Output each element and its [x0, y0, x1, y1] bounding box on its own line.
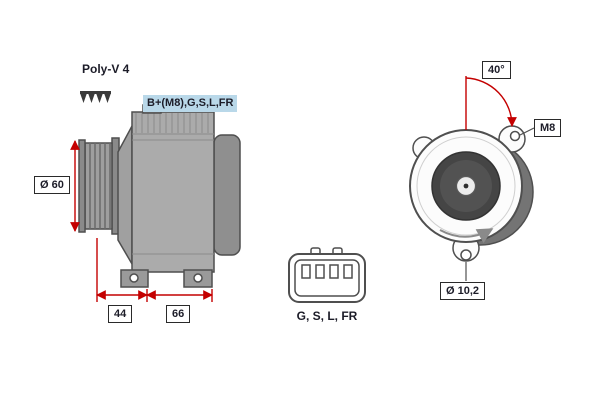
dimension-44-label: 44: [108, 305, 133, 323]
pulley-diameter-label: Ø 60: [34, 176, 70, 194]
m8-leader: [519, 127, 535, 136]
length-dimensions: [96, 238, 213, 302]
terminals-label: B+(M8),G,S,L,FR: [143, 95, 238, 112]
angle-dimension: [465, 76, 517, 130]
thread-size-label: M8: [534, 119, 562, 137]
poly-v-belt-icon: [80, 91, 111, 103]
hole-diameter-label: Ø 10,2: [440, 282, 486, 300]
housing-side: [117, 97, 241, 288]
bottom-hole: [460, 249, 472, 261]
alternator-front-view: [409, 76, 535, 281]
m8-hole: [509, 130, 521, 142]
alternator-side-view: [70, 91, 241, 302]
dimension-66-label: 66: [166, 305, 191, 323]
belt-type-label: Poly-V 4: [82, 62, 130, 76]
cooling-fins: [132, 113, 214, 135]
mount-angle-label: 40°: [482, 61, 511, 79]
pulley-side: [78, 137, 120, 235]
rotation-arrow: [439, 228, 494, 244]
pulley-front: [431, 151, 501, 221]
mounting-lugs-side: [120, 269, 213, 288]
connector-drawing: [288, 247, 366, 303]
connector-pins: [301, 264, 353, 279]
connector-pins-label: G, S, L, FR: [296, 309, 358, 323]
